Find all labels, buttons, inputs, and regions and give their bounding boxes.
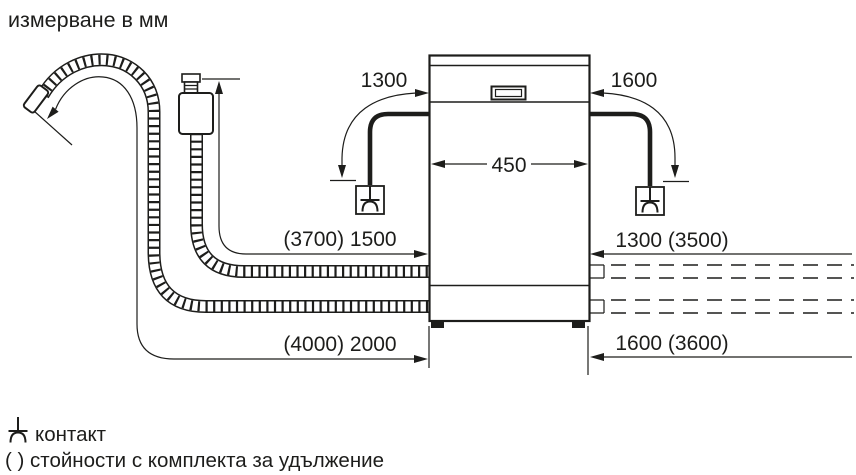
socket-icon-right	[635, 186, 665, 216]
power-cable-right	[590, 111, 653, 186]
dimension-cable-right-label: 1600	[611, 69, 658, 92]
dimension-appliance-width: 450	[431, 154, 588, 177]
aquastop-valve-box	[178, 92, 214, 135]
dashed-hose-continuation-lower	[590, 299, 854, 314]
legend: контакт ( ) стойности с комплекта за удъ…	[5, 416, 384, 472]
drain-hose-end-cap	[22, 84, 50, 114]
drain-hose	[22, 60, 430, 307]
dimension-right-upper-label: 1300 (3500)	[615, 229, 728, 252]
dishwasher-foot-right	[572, 321, 585, 328]
dimension-cable-left-label: 1300	[361, 69, 408, 92]
legend-socket-label: контакт	[35, 423, 107, 446]
dimension-drain-hose: (4000) 2000	[33, 76, 428, 363]
dishwasher-outline	[428, 54, 591, 328]
legend-parentheses-note: ( ) стойности с комплекта за удължение	[5, 449, 384, 472]
dimension-right-upper: 1300 (3500)	[590, 229, 852, 258]
dimension-right-lower-label: 1600 (3600)	[615, 332, 728, 355]
dimension-right-lower: 1600 (3600)	[590, 332, 852, 361]
dimension-cable-right: 1600	[590, 69, 689, 183]
diagram-title: измерване в мм	[8, 8, 168, 32]
dimension-drain-hose-label: (4000) 2000	[283, 333, 396, 356]
dimension-supply-hose: (3700) 1500	[202, 78, 428, 258]
dashed-hose-continuation-upper	[590, 264, 854, 279]
dimension-appliance-width-label: 450	[491, 154, 526, 177]
power-cable-left	[367, 111, 429, 185]
legend-socket-icon	[7, 416, 29, 444]
socket-icon-left	[355, 185, 385, 215]
dishwasher-handle	[490, 85, 527, 101]
dimension-cable-left: 1300	[330, 69, 429, 182]
dimension-supply-hose-label: (3700) 1500	[283, 228, 396, 251]
water-tap-connector	[181, 73, 201, 94]
dishwasher-foot-left	[431, 321, 444, 328]
